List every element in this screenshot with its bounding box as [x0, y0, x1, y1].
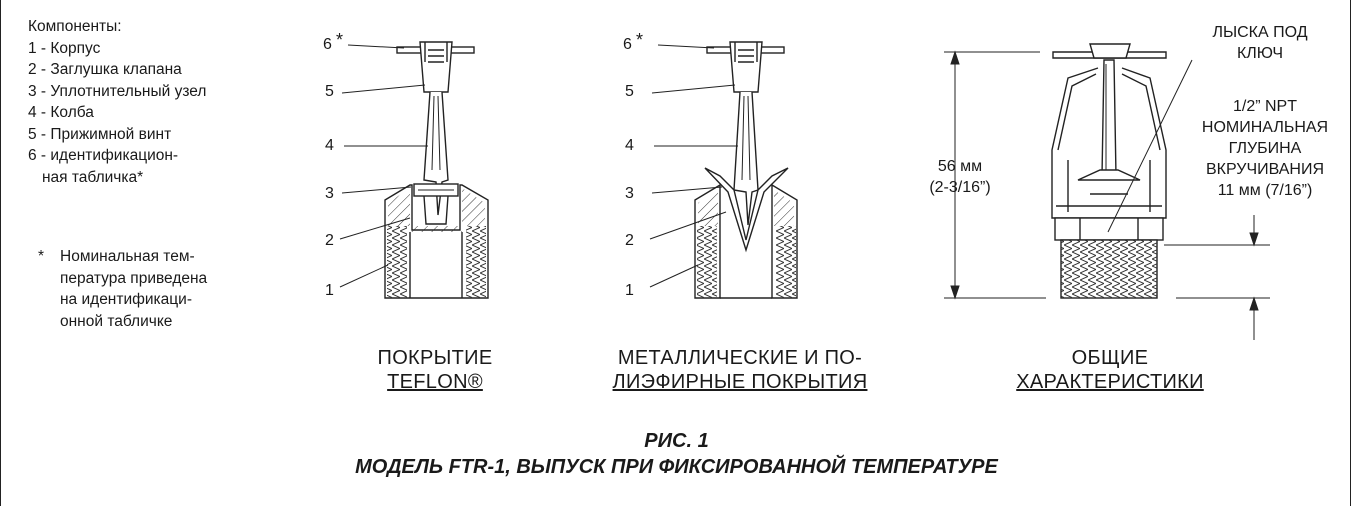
teflon-sprinkler-drawing [384, 41, 489, 299]
wrench-flat-label: ЛЫСКА ПОД КЛЮЧ [1212, 24, 1308, 62]
metallic-leader-lines [649, 44, 738, 288]
part-label-asterisk: * [336, 30, 344, 50]
thread-depth-label: 1/2” NPT НОМИНАЛЬНАЯ ГЛУБИНА ВКРУЧИВАНИЯ… [1201, 98, 1329, 199]
legend-item: 6 - идентификацион- [28, 147, 179, 164]
part-label-1: 1 [325, 282, 334, 299]
part-label-6: 6 [623, 36, 632, 53]
note-line: Номинальная тем- [60, 248, 195, 265]
height-dimension-label: 56 мм (2-3/16”) [929, 158, 991, 196]
part-label-2: 2 [325, 232, 334, 249]
note-line: онной табличке [60, 312, 173, 330]
caption-metallic: МЕТАЛЛИЧЕСКИЕ И ПО- ЛИЭФИРНЫЕ ПОКРЫТИЯ [612, 347, 868, 393]
part-label-2: 2 [625, 232, 634, 249]
component-legend: Компоненты: 1 - Корпус 2 - Заглушка клап… [28, 16, 206, 188]
dimension-lines [944, 50, 1270, 340]
caption-teflon: ПОКРЫТИЕ TEFLON® [377, 347, 493, 393]
part-label-4: 4 [325, 137, 334, 154]
legend-item: 4 - Колба [28, 104, 94, 121]
note-line: на идентификаци- [60, 291, 192, 308]
note-line: пература приведена [60, 269, 208, 287]
legend-item: 1 - Корпус [28, 39, 101, 57]
legend-title: Компоненты: [28, 18, 122, 35]
legend-item: 2 - Заглушка клапана [28, 61, 182, 78]
part-label-6: 6 [323, 36, 332, 53]
legend-item: 3 - Уплотнительный узел [28, 82, 207, 100]
general-sprinkler-drawing [1051, 43, 1167, 299]
legend-item-continuation: ная табличка* [42, 168, 144, 186]
figure-number: РИС. 1 [644, 430, 709, 452]
caption-general: ОБЩИЕ ХАРАКТЕРИСТИКИ [1016, 347, 1204, 393]
note-asterisk: * [38, 248, 45, 265]
part-label-3: 3 [625, 185, 634, 202]
part-label-1: 1 [625, 282, 634, 299]
part-label-5: 5 [625, 83, 634, 100]
figure-title: МОДЕЛЬ FTR-1, ВЫПУСК ПРИ ФИКСИРОВАННОЙ Т… [355, 456, 998, 478]
legend-item: 5 - Прижимной винт [28, 125, 172, 143]
metallic-sprinkler-drawing [694, 41, 798, 299]
part-label-3: 3 [325, 185, 334, 202]
part-label-4: 4 [625, 137, 634, 154]
teflon-leader-lines [339, 44, 428, 288]
part-label-5: 5 [325, 83, 334, 100]
part-label-asterisk: * [636, 30, 644, 50]
